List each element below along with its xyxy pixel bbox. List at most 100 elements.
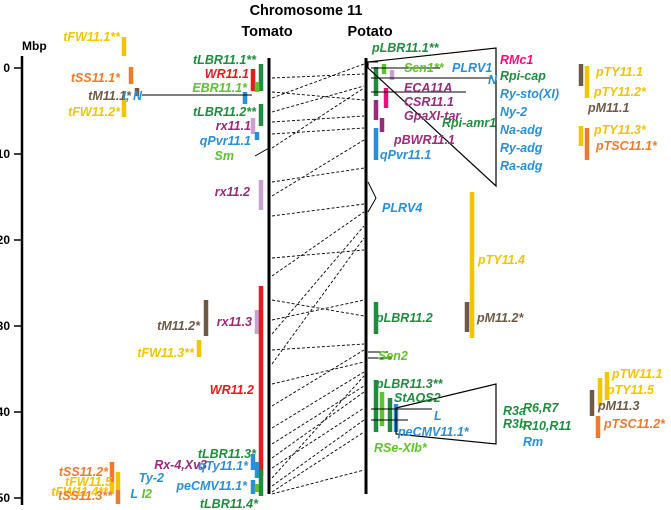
tomato-gene-label: rx11.2 [215, 185, 250, 199]
axis-unit-label: Mbp [22, 39, 47, 53]
tomato-gene-label: qPvr11.1 [200, 134, 251, 148]
tomato-gene-label: peCMV11.1* [175, 479, 248, 493]
synteny-link [271, 361, 365, 385]
potato-gene-label: StAOS2 [394, 391, 441, 405]
synteny-link [271, 225, 365, 335]
tomato-gene-label: I, N [123, 89, 143, 103]
tomato-qtl-label: tSS11.3** [58, 489, 113, 503]
potato-header: Potato [347, 24, 392, 40]
potato-gene-label: RSe-XIb* [374, 441, 428, 455]
synteny-link [271, 391, 365, 459]
potato-cluster-label: Ry-sto(XI) [500, 87, 559, 101]
synteny-link [271, 91, 365, 101]
potato-gene-label: PLRV4 [382, 201, 422, 215]
potato-qtl-label: pTSC11.2* [603, 417, 666, 431]
synteny-link [271, 115, 365, 123]
axis-tick-label: 0 [3, 61, 10, 75]
axis-tick-label: 20 [0, 233, 10, 247]
potato-cluster-label: R3a [503, 404, 526, 418]
potato-cluster-label: R10,R11 [523, 419, 571, 433]
tomato-gene-label: I2 [142, 487, 152, 501]
tomato-qtl-label: tM11.2* [157, 319, 201, 333]
axis-tick-label: 10 [0, 147, 10, 161]
tomato-gene-label: rx11.1 [216, 119, 251, 133]
synteny-link [271, 249, 365, 259]
tomato-gene-label: WR11.2 [210, 383, 254, 397]
tomato-gene-label: WR11.1 [205, 67, 249, 81]
potato-gene-label: qPvr11.1 [380, 148, 431, 162]
tomato-gene-label: Rx-4,Xv3 [154, 458, 207, 472]
chromosome-title: Chromosome 11 [250, 3, 363, 19]
axis-tick-label: 40 [0, 405, 10, 419]
potato-cluster-label: R6,R7 [523, 401, 559, 415]
synteny-link [271, 419, 365, 487]
potato-gene-label: GpaXI-tar [404, 109, 461, 123]
tomato-qtl-label: tFW11.1** [63, 30, 121, 44]
synteny-link [271, 139, 365, 197]
synteny-link [271, 87, 365, 149]
synteny-link [271, 299, 365, 317]
potato-gene-label: Rpi-amr1 [442, 116, 496, 130]
potato-gene-label: pLBR11.3** [375, 377, 444, 391]
tomato-qtl-label: tFW11.3** [137, 346, 195, 360]
tomato-gene-label: rx11.3 [217, 315, 252, 329]
synteny-link [271, 167, 365, 183]
potato-qtl-label: pTY11.4 [477, 253, 525, 267]
synteny-link [271, 127, 365, 135]
synteny-link [271, 469, 365, 495]
potato-cluster-label: Ra-adg [500, 159, 543, 173]
tomato-gene-label: tLBR11.2** [193, 105, 257, 119]
potato-qtl-label: pTW11.1 [611, 367, 663, 381]
synteny-link [271, 431, 365, 493]
potato-cluster-label: Ry-adg [500, 141, 543, 155]
tomato-gene-label: tLBR11.1** [193, 53, 257, 67]
connector-PLRV4-b [367, 197, 377, 213]
synteny-link [271, 299, 365, 321]
potato-gene-label: Sen1** [404, 61, 445, 75]
synteny-link [271, 237, 365, 365]
potato-gene-label: pBWR11.1 [393, 133, 455, 147]
synteny-link [271, 375, 365, 479]
potato-gene-label: L [434, 409, 442, 423]
potato-qtl-label: pTY11.2* [593, 85, 647, 99]
tomato-gene-label: Ty-2 [139, 471, 164, 485]
potato-qtl-label: pTY11.1 [595, 65, 643, 79]
synteny-link [271, 371, 365, 429]
axis-tick-label: 30 [0, 319, 10, 333]
tomato-gene-label: EBR11.1* [192, 81, 248, 95]
potato-qtl-label: pM11.3 [597, 399, 639, 413]
connector-Sm [254, 147, 270, 157]
tomato-gene-label: L [130, 487, 138, 501]
potato-cluster-label: Rm [523, 435, 543, 449]
potato-gene-label: ECA11A [404, 81, 452, 95]
tomato-qtl-label: tSS11.2* [59, 465, 109, 479]
potato-gene-label: Sen2 [378, 349, 408, 363]
potato-gene-label: PLRV1 [452, 61, 492, 75]
potato-cluster-label: R3b [503, 417, 527, 431]
cluster-wedge-bottom [395, 383, 497, 445]
synteny-link [271, 385, 365, 445]
tomato-qtl-label: tFW11.4** [51, 485, 109, 499]
potato-cluster-label: Na-adg [500, 123, 543, 137]
potato-cluster-label: Rpi-cap [500, 69, 546, 83]
tomato-qtl-label: tFW11.2* [68, 105, 121, 119]
cluster-wedge-top [367, 47, 497, 188]
potato-qtl-label: pTSC11.1* [595, 139, 658, 153]
potato-gene-label: CSR11.1 [404, 95, 454, 109]
synteny-link [271, 349, 365, 407]
tomato-gene-label: tLBR11.4* [200, 497, 259, 510]
synteny-link [271, 73, 365, 79]
potato-gene-label: N [488, 73, 498, 87]
potato-qtl-label: pTY11.3* [593, 123, 647, 137]
potato-qtl-label: pTY11.5 [606, 383, 655, 397]
axis-tick-label: 50 [0, 491, 10, 505]
synteny-link [271, 203, 365, 217]
tomato-header: Tomato [241, 24, 292, 40]
synteny-link [271, 407, 365, 469]
tomato-qtl-label: tM11.1* [88, 89, 132, 103]
potato-gene-label: peCMV11.1* [397, 425, 470, 439]
tomato-qtl-label: tFW11.5 [65, 475, 113, 489]
potato-qtl-label: pM11.2* [476, 311, 524, 325]
synteny-link [271, 63, 365, 99]
